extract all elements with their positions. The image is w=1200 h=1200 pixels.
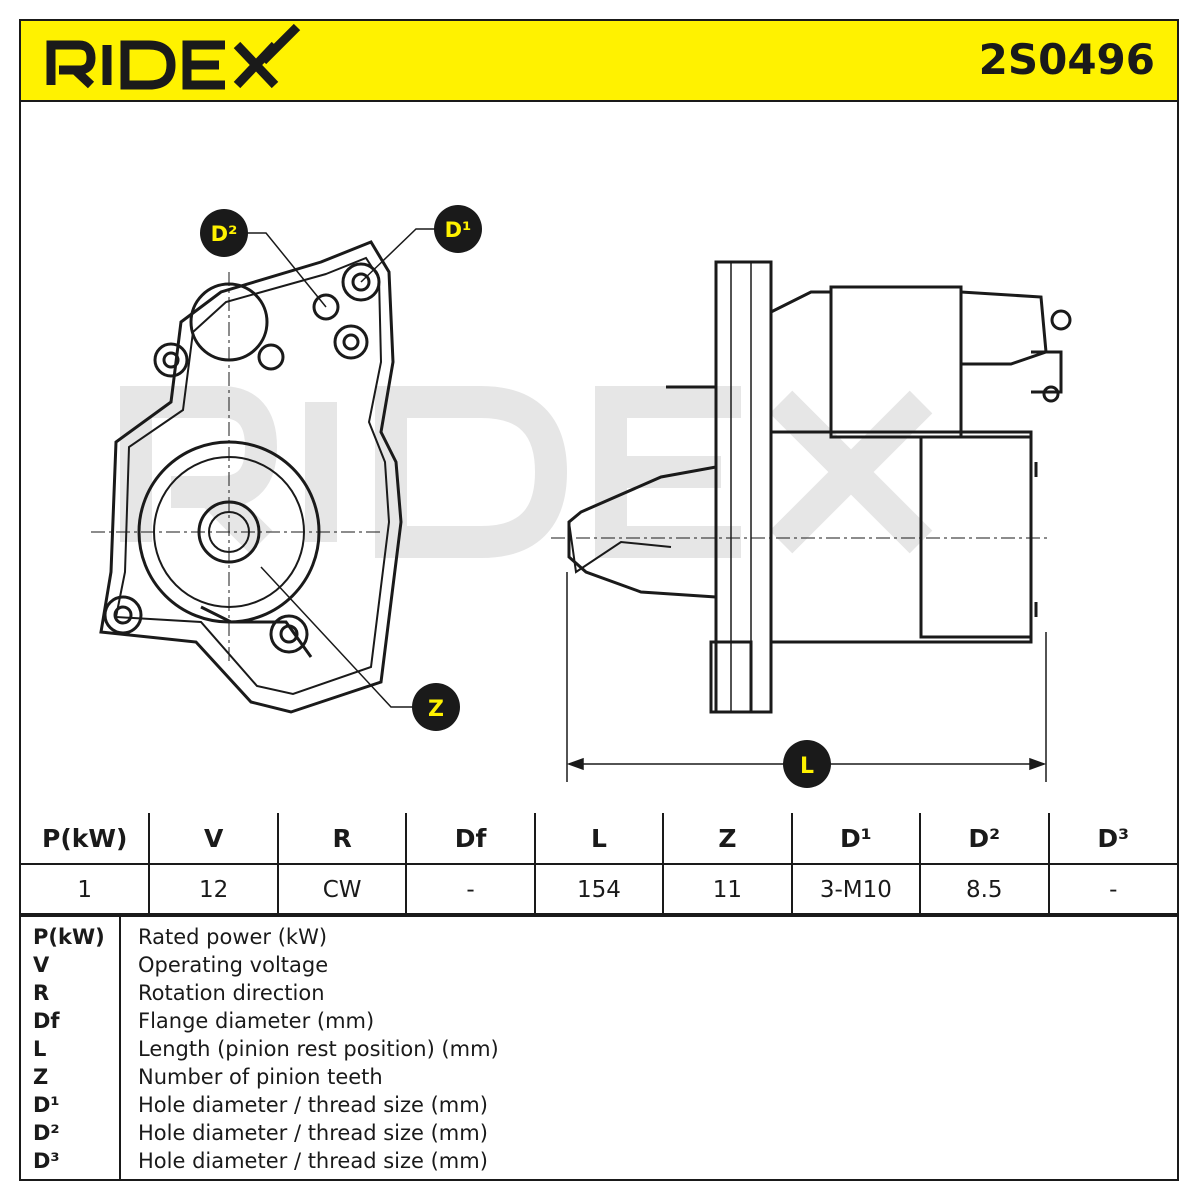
callout-z: Z xyxy=(412,683,460,731)
legend-row: R Rotation direction xyxy=(21,979,1177,1007)
legend-key: D¹ xyxy=(33,1093,60,1117)
legend-row: P(kW) Rated power (kW) xyxy=(21,923,1177,951)
specs-header-row: P(kW) V R Df L Z D¹ D² D³ xyxy=(21,813,1177,865)
callout-d2-label: D² xyxy=(211,222,238,246)
legend-desc: Number of pinion teeth xyxy=(138,1065,383,1089)
centerlines xyxy=(91,272,1051,662)
legend-key: P(kW) xyxy=(33,925,105,949)
specs-table: P(kW) V R Df L Z D¹ D² D³ 1 12 CW - 154 … xyxy=(21,813,1177,917)
legend-row: L Length (pinion rest position) (mm) xyxy=(21,1035,1177,1063)
legend-key: Z xyxy=(33,1065,49,1089)
legend-key: D² xyxy=(33,1121,60,1145)
watermark-logo xyxy=(120,386,933,558)
legend-key: D³ xyxy=(33,1149,60,1173)
callout-d1: D¹ xyxy=(434,205,482,253)
spec-value: - xyxy=(405,863,536,917)
legend-divider xyxy=(119,915,121,1181)
legend-key: R xyxy=(33,981,50,1005)
legend: P(kW) Rated power (kW) V Operating volta… xyxy=(21,913,1177,1181)
spec-header: D¹ xyxy=(790,813,922,865)
legend-desc: Rotation direction xyxy=(138,981,325,1005)
spec-value: 3-M10 xyxy=(790,863,922,917)
spec-value: 8.5 xyxy=(919,863,1050,917)
legend-row: D² Hole diameter / thread size (mm) xyxy=(21,1119,1177,1147)
spec-value: 11 xyxy=(662,863,793,917)
legend-desc: Hole diameter / thread size (mm) xyxy=(138,1093,488,1117)
datasheet-frame: 2S0496 xyxy=(19,19,1179,1181)
legend-key: L xyxy=(33,1037,47,1061)
header-bar: 2S0496 xyxy=(21,21,1177,102)
legend-desc: Length (pinion rest position) (mm) xyxy=(138,1037,499,1061)
technical-drawing: D² D¹ Z L xyxy=(21,102,1177,814)
legend-desc: Hole diameter / thread size (mm) xyxy=(138,1149,488,1173)
callout-d1-label: D¹ xyxy=(445,218,472,242)
spec-value: 12 xyxy=(148,863,279,917)
legend-row: D³ Hole diameter / thread size (mm) xyxy=(21,1147,1177,1175)
legend-desc: Rated power (kW) xyxy=(138,925,328,949)
spec-header: P(kW) xyxy=(21,813,151,865)
spec-header: Df xyxy=(405,813,536,865)
spec-value: CW xyxy=(276,863,408,917)
legend-desc: Flange diameter (mm) xyxy=(138,1009,375,1033)
legend-row: Df Flange diameter (mm) xyxy=(21,1007,1177,1035)
starter-drawing: D² D¹ Z L xyxy=(91,205,1072,788)
spec-value: - xyxy=(1047,863,1177,917)
legend-row: Z Number of pinion teeth xyxy=(21,1063,1177,1091)
legend-desc: Operating voltage xyxy=(138,953,329,977)
callout-d2: D² xyxy=(200,209,248,257)
specs-value-row: 1 12 CW - 154 11 3-M10 8.5 - xyxy=(21,863,1177,917)
spec-value: 154 xyxy=(533,863,665,917)
ridex-logo xyxy=(46,23,301,90)
callout-l: L xyxy=(783,740,831,788)
leader-lines xyxy=(246,228,436,708)
legend-row: V Operating voltage xyxy=(21,951,1177,979)
spec-header: Z xyxy=(662,813,793,865)
legend-key: Df xyxy=(33,1009,60,1033)
spec-value: 1 xyxy=(21,863,151,917)
callout-z-label: Z xyxy=(428,697,444,722)
starter-side-view xyxy=(567,260,1072,714)
spec-header: D² xyxy=(919,813,1050,865)
spec-header: D³ xyxy=(1047,813,1177,865)
spec-header: L xyxy=(533,813,665,865)
callout-l-label: L xyxy=(800,754,814,779)
spec-header: R xyxy=(276,813,408,865)
spec-header: V xyxy=(148,813,279,865)
legend-desc: Hole diameter / thread size (mm) xyxy=(138,1121,488,1145)
legend-row: D¹ Hole diameter / thread size (mm) xyxy=(21,1091,1177,1119)
legend-key: V xyxy=(33,953,50,977)
part-number: 2S0496 xyxy=(978,35,1155,84)
